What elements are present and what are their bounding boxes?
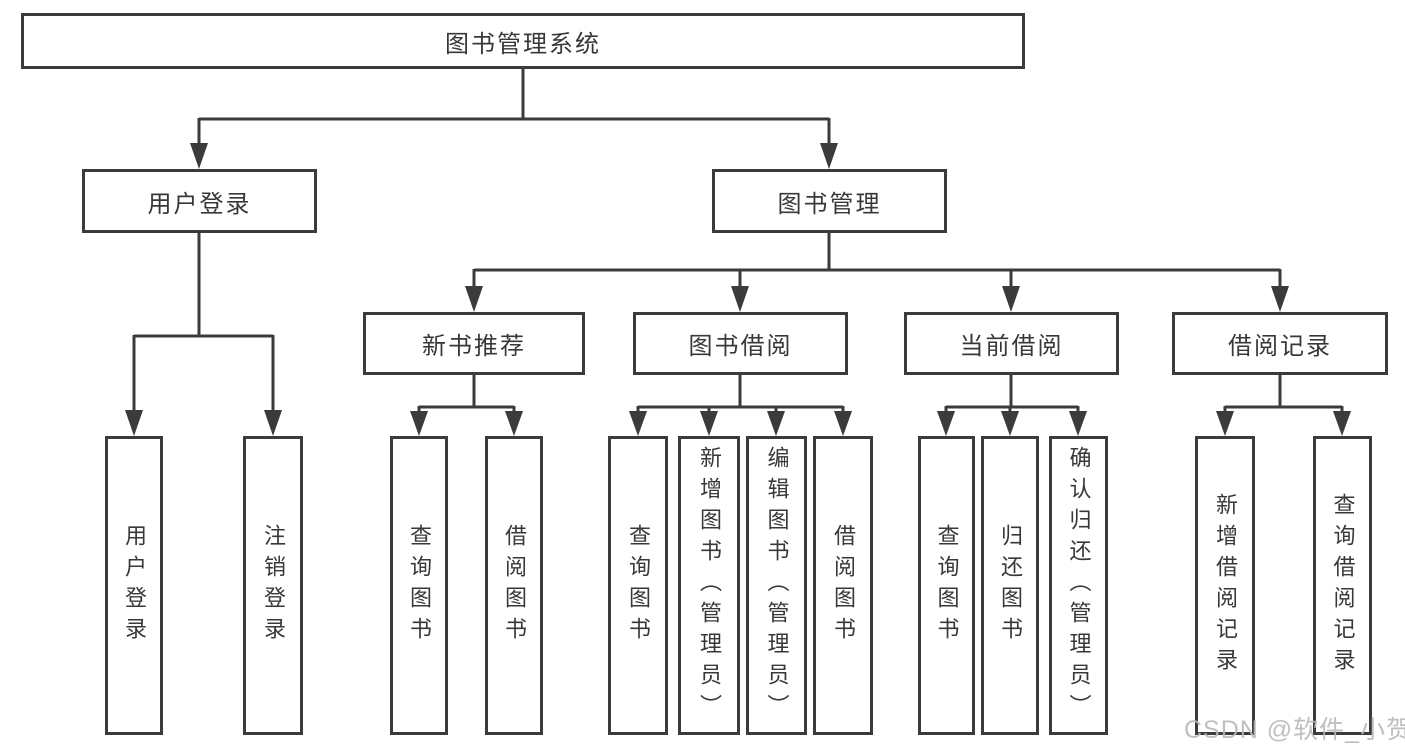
node-book-management: 图书管理 [712, 169, 947, 233]
leaf-borrow-add-admin: 新增图书（管理员） [678, 436, 740, 735]
watermark: CSDN @软件_小贺同学 [1184, 716, 1405, 744]
leaf-current-return: 归还图书 [981, 436, 1039, 735]
leaf-records-add: 新增借阅记录 [1195, 436, 1255, 735]
leaf-current-query: 查询图书 [918, 436, 975, 735]
leaf-newbook-borrow: 借阅图书 [485, 436, 543, 735]
leaf-logout: 注销登录 [243, 436, 303, 735]
leaf-borrow-borrow: 借阅图书 [813, 436, 873, 735]
node-borrow-records: 借阅记录 [1172, 312, 1388, 375]
leaf-newbook-query: 查询图书 [390, 436, 448, 735]
leaf-current-confirm-admin: 确认归还（管理员） [1049, 436, 1108, 735]
leaf-borrow-edit-admin: 编辑图书（管理员） [746, 436, 807, 735]
leaf-borrow-query: 查询图书 [608, 436, 668, 735]
leaf-records-query: 查询借阅记录 [1313, 436, 1372, 735]
node-new-book-recommend: 新书推荐 [363, 312, 585, 375]
node-book-borrow: 图书借阅 [633, 312, 848, 375]
node-root: 图书管理系统 [21, 13, 1025, 69]
node-current-borrow: 当前借阅 [904, 312, 1119, 375]
node-user-login: 用户登录 [82, 169, 317, 233]
leaf-user-login: 用户登录 [105, 436, 163, 735]
